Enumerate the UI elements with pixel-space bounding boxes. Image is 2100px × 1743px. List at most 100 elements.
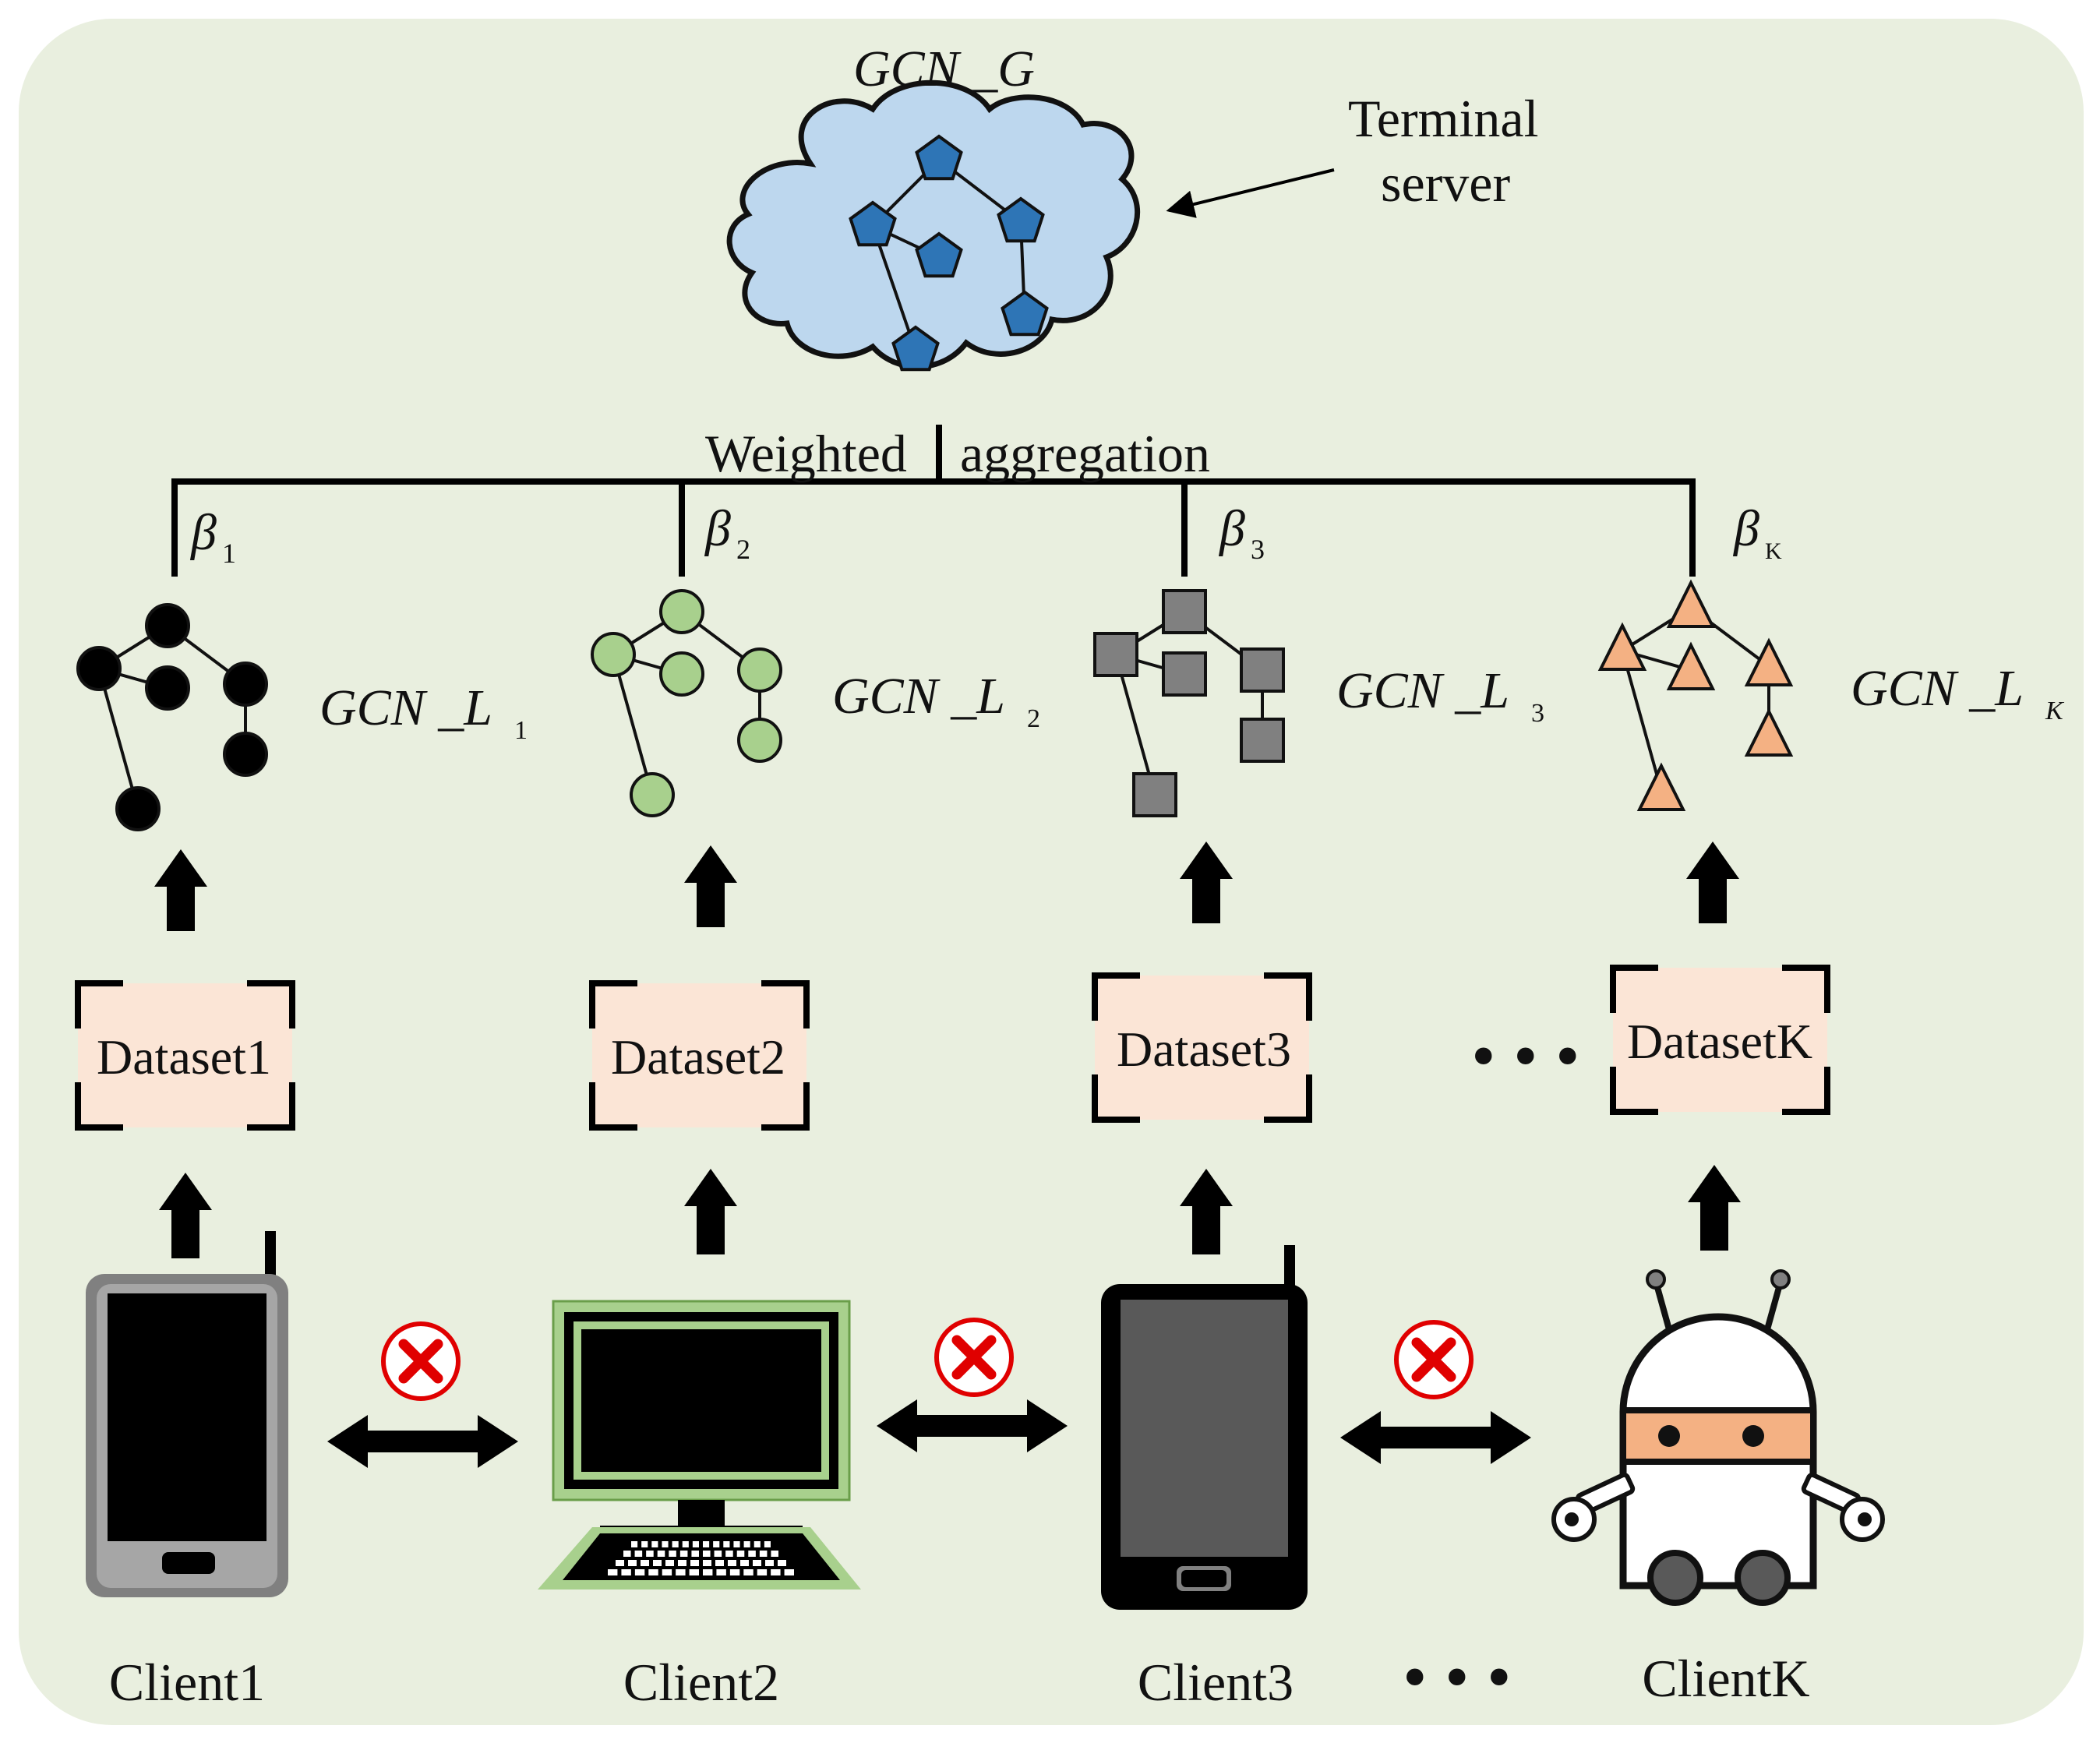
upward-arrows <box>154 842 1741 1258</box>
beta-3-subscript: 3 <box>1251 534 1265 565</box>
beta-1-subscript: 1 <box>222 538 236 569</box>
graph-2-node-6 <box>630 772 675 817</box>
terminal-server-label-line1: Terminal <box>1348 89 1538 148</box>
local-model-label-k: GCN _L K <box>1851 660 2065 725</box>
graph-1-node-2 <box>76 646 122 691</box>
graph-2-node-5 <box>737 718 782 763</box>
beta-k-symbol: β <box>1732 500 1759 557</box>
local-model-1-sub: 1 <box>514 716 528 745</box>
dataset-box-3 <box>1092 972 1312 1123</box>
model-up-arrow-4 <box>1686 842 1739 923</box>
terminal-server-label-line2: server <box>1381 153 1510 213</box>
beta-k-subscript: K <box>1765 538 1782 564</box>
local-model-label-1: GCN _L 1 <box>319 679 528 745</box>
beta-2-subscript: 2 <box>736 534 750 565</box>
beta-2-symbol: β <box>704 500 731 557</box>
client-ellipsis: • • • <box>1403 1639 1512 1716</box>
weight-beta-k: β K <box>1732 500 1782 564</box>
graph-2-node-2 <box>591 632 636 677</box>
local-model-label-2: GCN _L 2 <box>832 668 1040 733</box>
aggregation-bus <box>171 425 1696 577</box>
beta-3-symbol: β <box>1218 500 1245 557</box>
graph-1-node-1 <box>145 603 190 648</box>
dataset-box-1 <box>75 980 295 1131</box>
pointer-arrow <box>1166 168 1335 218</box>
forbidden-icon-2 <box>934 1318 1014 1397</box>
local-model-3-main: GCN _L <box>1336 662 1509 719</box>
peer-arrow-3-k <box>1340 1411 1531 1464</box>
graph-3-node-1 <box>1162 589 1207 634</box>
dataset-1-label: Dataset1 <box>97 1029 271 1085</box>
global-model-label: GCN _G <box>853 41 1035 97</box>
model-up-arrow-2 <box>684 845 737 927</box>
desktop-computer-icon <box>538 1300 861 1590</box>
graph-2-node-3 <box>659 651 704 697</box>
dataset-up-arrow-1 <box>159 1173 212 1258</box>
client-3-label: Client3 <box>1138 1653 1294 1712</box>
local-model-label-3: GCN _L 3 <box>1336 662 1544 728</box>
local-model-1-main: GCN _L <box>319 679 492 736</box>
weight-beta-1: β 1 <box>189 504 236 569</box>
graph-1-node-3 <box>145 665 190 711</box>
local-model-3-sub: 3 <box>1531 699 1544 728</box>
local-model-k-sub: K <box>2045 697 2065 725</box>
client-1-label: Client1 <box>109 1653 265 1712</box>
cloud-icon <box>726 79 1141 370</box>
gray-smartphone-icon <box>86 1231 288 1597</box>
graph-4-node-6 <box>1636 762 1686 811</box>
model-up-arrow-1 <box>154 849 207 931</box>
client-k-label: ClientK <box>1642 1649 1809 1708</box>
dataset-ellipsis: • • • <box>1471 1018 1580 1095</box>
graph-3-node-6 <box>1132 772 1177 817</box>
graph-4-node-1 <box>1666 579 1716 628</box>
local-model-2-sub: 2 <box>1027 704 1040 733</box>
aggregation-label-left: Weighted <box>705 424 907 483</box>
server-node-3 <box>997 196 1045 243</box>
server-node-6 <box>891 325 940 372</box>
weight-beta-2: β 2 <box>704 500 750 565</box>
peer-links <box>327 1318 1531 1468</box>
weight-beta-3: β 3 <box>1218 500 1265 565</box>
graph-3-node-2 <box>1093 632 1138 677</box>
dataset-up-arrow-2 <box>684 1169 737 1254</box>
black-smartphone-icon <box>1101 1245 1308 1610</box>
background-panel <box>19 19 2084 1725</box>
aggregation-label-right: aggregation <box>960 424 1210 483</box>
dataset-box-4 <box>1610 965 1830 1115</box>
graph-4-node-3 <box>1666 641 1716 690</box>
robot-icon <box>1551 1269 1885 1606</box>
graph-3-node-4 <box>1240 647 1285 693</box>
graph-3-node-3 <box>1162 651 1207 697</box>
local-graph-3 <box>1093 589 1285 817</box>
forbidden-icon-3 <box>1394 1320 1474 1399</box>
dataset-up-arrow-4 <box>1688 1165 1741 1251</box>
dataset-box-2 <box>589 980 810 1131</box>
local-graph-2 <box>591 589 782 817</box>
server-node-5 <box>1001 290 1049 337</box>
graph-4-node-2 <box>1597 622 1647 671</box>
model-up-arrow-3 <box>1180 842 1233 923</box>
graph-1-node-4 <box>223 662 268 707</box>
peer-arrow-2-3 <box>877 1399 1068 1452</box>
dataset-k-label: DatasetK <box>1627 1014 1812 1069</box>
graph-4-node-4 <box>1744 637 1794 686</box>
server-node-2 <box>849 200 897 247</box>
graph-4-node-5 <box>1744 707 1794 757</box>
graph-1-node-6 <box>115 786 161 831</box>
graph-2-node-4 <box>737 647 782 693</box>
beta-1-symbol: β <box>189 504 217 561</box>
server-node-4 <box>915 231 963 278</box>
graph-1-node-5 <box>223 732 268 777</box>
server-node-1 <box>915 134 963 181</box>
dataset-2-label: Dataset2 <box>611 1029 785 1085</box>
dataset-3-label: Dataset3 <box>1117 1021 1291 1077</box>
client-2-label: Client2 <box>623 1653 779 1712</box>
local-graph-4 <box>1597 579 1794 811</box>
local-model-k-main: GCN _L <box>1851 660 2024 717</box>
forbidden-icon-1 <box>381 1321 461 1401</box>
graph-2-node-1 <box>659 589 704 634</box>
local-graph-1 <box>76 603 268 831</box>
dataset-boxes <box>75 965 1830 1131</box>
terminal-server-cloud <box>726 79 1141 372</box>
